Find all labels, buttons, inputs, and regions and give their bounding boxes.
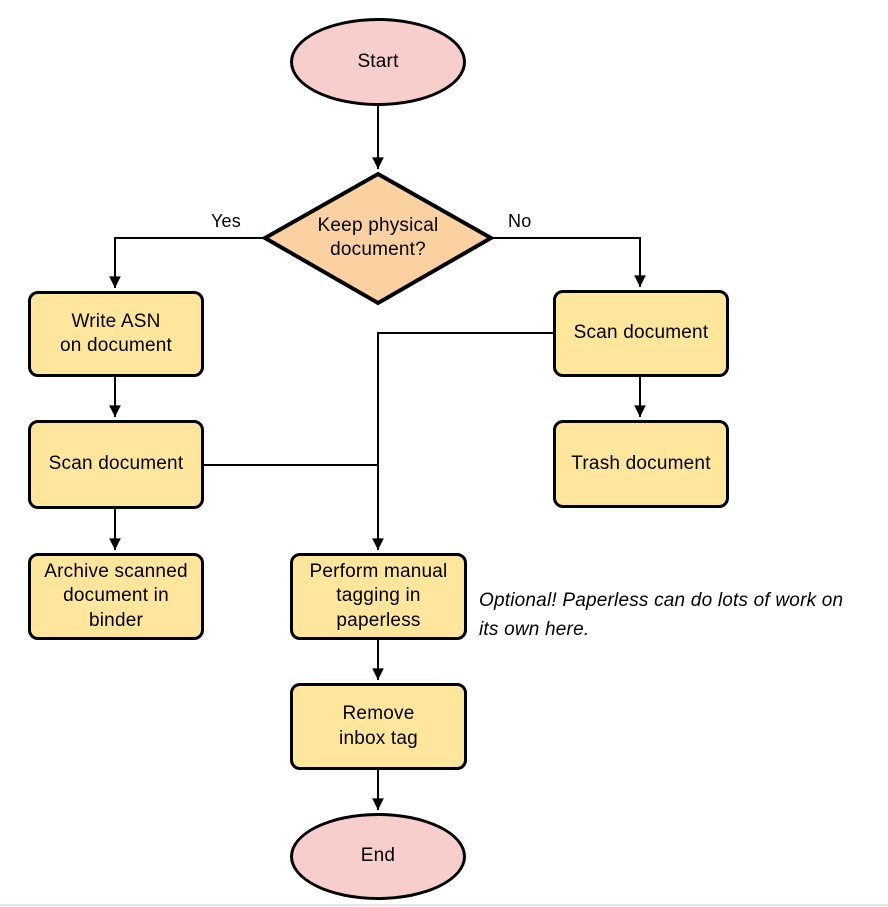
node-archive-label: Archive scanned document in binder [44,561,188,631]
node-trash-document-label: Trash document [571,452,711,474]
node-trash-document: Trash document [553,420,729,508]
bottom-divider [0,904,888,906]
node-write-asn-label: Write ASN on document [59,310,173,356]
node-start: Start [290,18,466,106]
node-start-label: Start [357,50,399,72]
node-decision: Keep physical document? [288,200,468,276]
node-end-label: End [360,845,396,867]
edge-scanright-tagging [372,332,553,550]
node-archive: Archive scanned document in binder [28,553,204,640]
node-manual-tagging-label: Perform manual tagging in paperless [309,561,448,631]
node-scan-document-left-label: Scan document [48,453,184,475]
node-manual-tagging: Perform manual tagging in paperless [290,553,467,640]
node-scan-document-left: Scan document [28,420,204,509]
edge-decision-yes [109,237,265,288]
edge-label-yes: Yes [211,211,241,231]
node-scan-document-right-label: Scan document [573,322,709,344]
node-decision-label: Keep physical document? [317,214,439,260]
node-scan-document-right: Scan document [553,290,729,377]
edge-decision-no [491,237,646,287]
node-write-asn: Write ASN on document [28,291,204,377]
note-optional: Optional! Paperless can do lots of work … [479,590,844,641]
node-remove-inbox-tag: Remove inbox tag [290,683,467,770]
node-remove-inbox-tag-label: Remove inbox tag [339,703,418,749]
node-end: End [290,813,466,900]
edge-label-no: No [508,211,532,231]
decision-diamond-shape [260,171,496,306]
